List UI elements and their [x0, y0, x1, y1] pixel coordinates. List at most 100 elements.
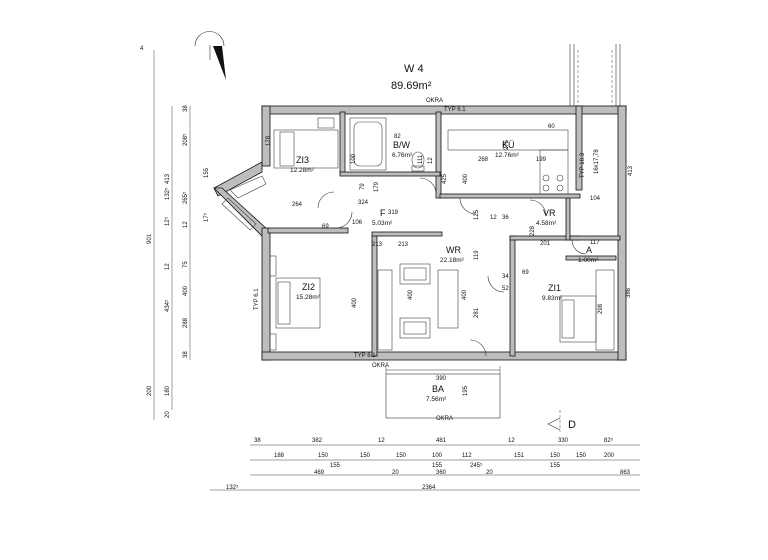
svg-text:155: 155: [432, 463, 443, 469]
dim-f-1: 106: [352, 220, 363, 226]
dim-bw-4: 12: [428, 157, 434, 164]
room-zi1-label: ZI1: [548, 283, 561, 293]
bed-icon: [559, 295, 597, 343]
stair-label: 16x17,78: [594, 149, 600, 174]
room-zi1-area: 9.83m²: [542, 295, 563, 302]
room-bw-label: B/W: [393, 140, 411, 150]
okra-top: OKRA: [426, 98, 443, 104]
room-ku-label: KÜ: [502, 140, 515, 150]
window-type-right: TYP 10.3: [580, 152, 586, 178]
dim-left-18: 17⁵: [203, 212, 210, 222]
svg-text:863: 863: [620, 470, 631, 476]
room-ba-area: 7.56m²: [426, 396, 447, 403]
svg-text:481: 481: [436, 438, 447, 444]
dim-zi2-2: 69: [322, 224, 329, 230]
dim-bw-2: 100: [351, 153, 357, 164]
room-f-label: F: [380, 208, 386, 218]
dims-bottom: 38 382 12 481 12 330 82⁵ 188 150 150 150…: [210, 437, 640, 491]
dim-left-17: 132⁵: [164, 187, 171, 200]
room-zi2-label: ZI2: [302, 282, 315, 292]
dim-left-1: 38: [183, 105, 189, 112]
toilet-icon: [411, 151, 425, 172]
bed-icon: [273, 117, 339, 169]
okra-balcony: OKRA: [436, 416, 453, 422]
dim-vr-5: 125: [474, 209, 480, 220]
dim-ku-4: 425: [442, 173, 448, 184]
room-vr-label: VR: [543, 208, 556, 218]
inner-dims: 178 264 82 100 111 12 60 268 199 425 400…: [266, 124, 634, 318]
svg-text:20: 20: [392, 470, 399, 476]
dim-ku-2: 268: [478, 157, 489, 163]
dim-ku-3: 199: [536, 157, 547, 163]
marker-4: 4: [140, 46, 144, 52]
dim-left-9: 288: [183, 317, 189, 328]
svg-text:150: 150: [360, 453, 371, 459]
dim-left-16: 155: [204, 167, 210, 178]
svg-text:150: 150: [396, 453, 407, 459]
dim-ku-6: 275: [504, 139, 510, 150]
dim-a-3: 69: [522, 270, 529, 276]
svg-text:200: 200: [604, 453, 615, 459]
dim-left-10: 38: [183, 351, 189, 358]
room-a-label: A: [586, 245, 592, 255]
dim-wr-4: 119: [474, 250, 480, 260]
svg-text:382: 382: [312, 438, 323, 444]
section-marker: D: [547, 410, 576, 432]
unit-area: 89.69m²: [391, 80, 432, 92]
dim-zi2-1: 400: [352, 297, 358, 308]
svg-text:330: 330: [558, 438, 569, 444]
dim-wr-7: 281: [474, 307, 480, 318]
wardrobe-icon: [595, 269, 615, 351]
dim-wr-1: 213: [398, 242, 409, 248]
okra-bottom: OKRA: [372, 363, 389, 369]
svg-text:245⁵: 245⁵: [470, 462, 483, 469]
dim-f-6: 179: [374, 181, 380, 192]
dim-balcony-depth: 195: [463, 385, 469, 396]
north-arrow-icon: [194, 31, 226, 80]
room-bw-area: 6.76m²: [392, 152, 413, 159]
dim-left-12: 180: [165, 385, 171, 396]
svg-text:20: 20: [486, 470, 493, 476]
dim-ku-1: 60: [548, 124, 555, 130]
room-vr-area: 4.58m²: [536, 220, 557, 227]
unit-name: W 4: [404, 63, 424, 75]
dim-zi1-3: 413: [628, 165, 634, 176]
wardrobe-icon: [377, 269, 393, 351]
room-labels: ZI3 12.28m² B/W 6.76m² KÜ 12.76m² F 5.03…: [290, 140, 599, 403]
dim-f-2: 213: [372, 242, 383, 248]
dim-zi1-1: 298: [598, 303, 604, 314]
dim-left-7: 434⁵: [164, 299, 171, 312]
svg-text:112: 112: [462, 453, 472, 459]
interior-walls: [267, 111, 621, 357]
dim-zi3-height: 178: [266, 135, 272, 146]
svg-text:150: 150: [318, 453, 329, 459]
dim-balcony-width: 390: [436, 376, 447, 382]
dim-a-2: 201: [540, 241, 551, 247]
dim-bw-3: 111: [418, 154, 424, 164]
room-f-area: 5.03m²: [372, 220, 393, 227]
svg-text:38: 38: [254, 438, 261, 444]
dim-wr-6: 34: [502, 274, 509, 280]
dim-left-14: 413: [165, 173, 171, 184]
dim-left-8: 400: [183, 285, 189, 296]
svg-text:151: 151: [514, 453, 525, 459]
dim-f-5: 79: [360, 183, 366, 190]
dim-left-19: 12: [165, 263, 171, 270]
kitchen-counter-icon: [447, 129, 569, 195]
dim-left-5: 901: [147, 233, 153, 244]
dim-vr-4: 104: [590, 196, 601, 202]
svg-text:132⁵: 132⁵: [226, 484, 239, 491]
stair-edges: [569, 44, 621, 110]
room-wr-area: 22.18m²: [440, 257, 465, 264]
dim-f-4: 319: [388, 210, 399, 216]
dim-vr-2: 36: [502, 215, 509, 221]
dim-wr-5: 52: [502, 286, 509, 292]
dims-left: 38 208⁵ 265⁵ 12 901 75 434⁵ 400 288 38 2…: [147, 50, 210, 420]
dim-wr-3: 400: [462, 289, 468, 300]
svg-text:100: 100: [432, 453, 443, 459]
balcony: 390 195: [385, 366, 501, 419]
svg-text:12: 12: [378, 438, 385, 444]
dim-left-11: 200: [147, 385, 153, 396]
window-type-bottom: TYP 6.1: [354, 353, 376, 359]
